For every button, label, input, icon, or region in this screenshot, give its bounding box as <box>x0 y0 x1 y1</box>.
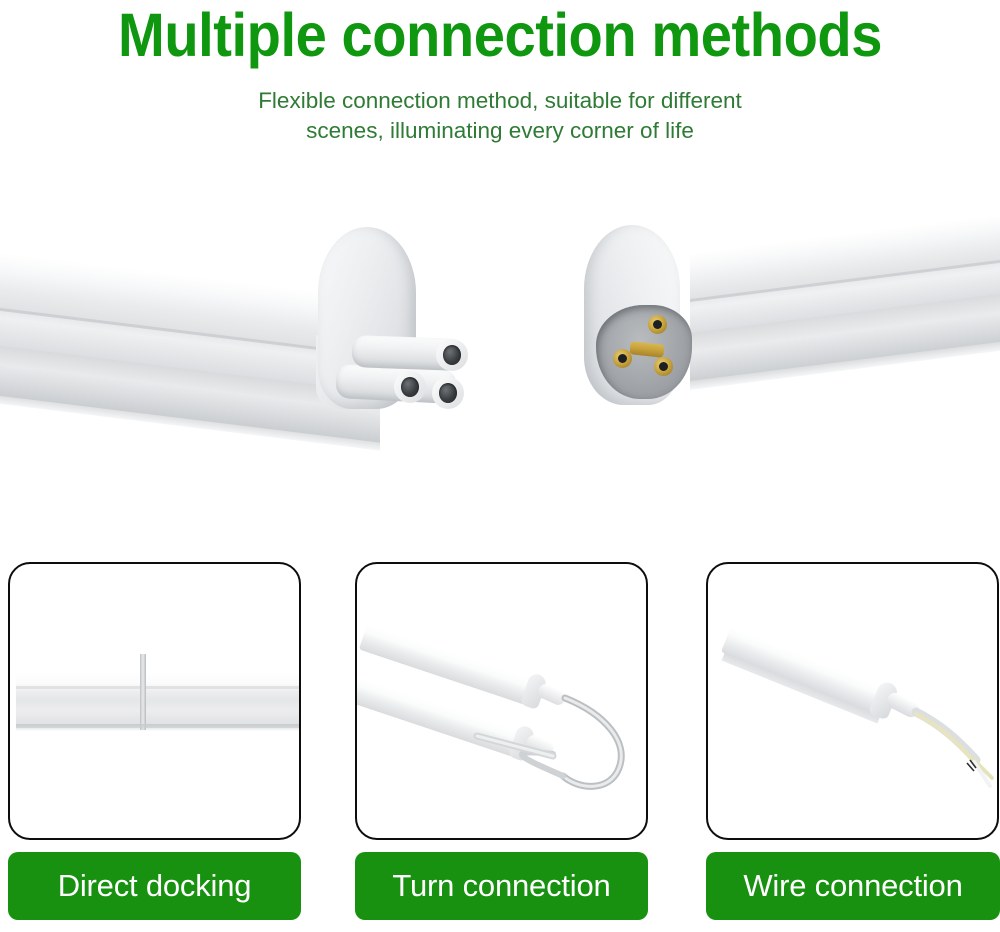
page-title: Multiple connection methods <box>118 1 882 69</box>
female-socket <box>596 305 692 399</box>
connector-pin-lower-hole <box>439 383 457 403</box>
docking-joint-seam <box>140 654 146 730</box>
card-wire-connection-image <box>708 564 997 838</box>
connector-pin-mid-hole <box>401 377 419 397</box>
caption-direct-docking[interactable]: Direct docking <box>8 852 301 920</box>
wire-lead-cable <box>911 707 994 788</box>
card-direct-docking[interactable] <box>8 562 301 840</box>
socket-contact-upper-core <box>653 320 662 329</box>
page-subtitle-line-1: Flexible connection method, suitable for… <box>258 88 742 113</box>
header: Multiple connection methods Flexible con… <box>0 0 1000 175</box>
card-wire-connection[interactable] <box>706 562 999 840</box>
caption-wire-connection[interactable]: Wire connection <box>706 852 1000 920</box>
card-direct-docking-image <box>10 564 299 838</box>
socket-contact-upper <box>648 315 667 334</box>
card-turn-connection-image <box>357 564 646 838</box>
caption-turn-connection[interactable]: Turn connection <box>355 852 648 920</box>
socket-brass-post <box>629 341 665 358</box>
page-subtitle: Flexible connection method, suitable for… <box>170 86 830 146</box>
docking-tube-right-groove <box>146 686 299 689</box>
socket-contact-right-core <box>659 362 668 371</box>
hero-product-image <box>0 185 1000 535</box>
docking-tube-right-highlight <box>150 662 297 671</box>
turn-connector-cable <box>473 694 625 790</box>
card-turn-connection[interactable] <box>355 562 648 840</box>
socket-contact-right <box>654 357 673 376</box>
connection-method-cards <box>0 560 1000 842</box>
caption-row: Direct docking Turn connection Wire conn… <box>0 852 1000 926</box>
socket-contact-left-core <box>618 354 627 363</box>
docking-drop-shadow <box>16 724 299 731</box>
docking-tube-left-groove <box>16 686 140 689</box>
socket-contact-left <box>613 349 632 368</box>
connector-pin-upper-hole <box>443 345 461 365</box>
docking-tube-left-highlight <box>20 662 136 671</box>
page-subtitle-line-2: scenes, illuminating every corner of lif… <box>306 118 694 143</box>
